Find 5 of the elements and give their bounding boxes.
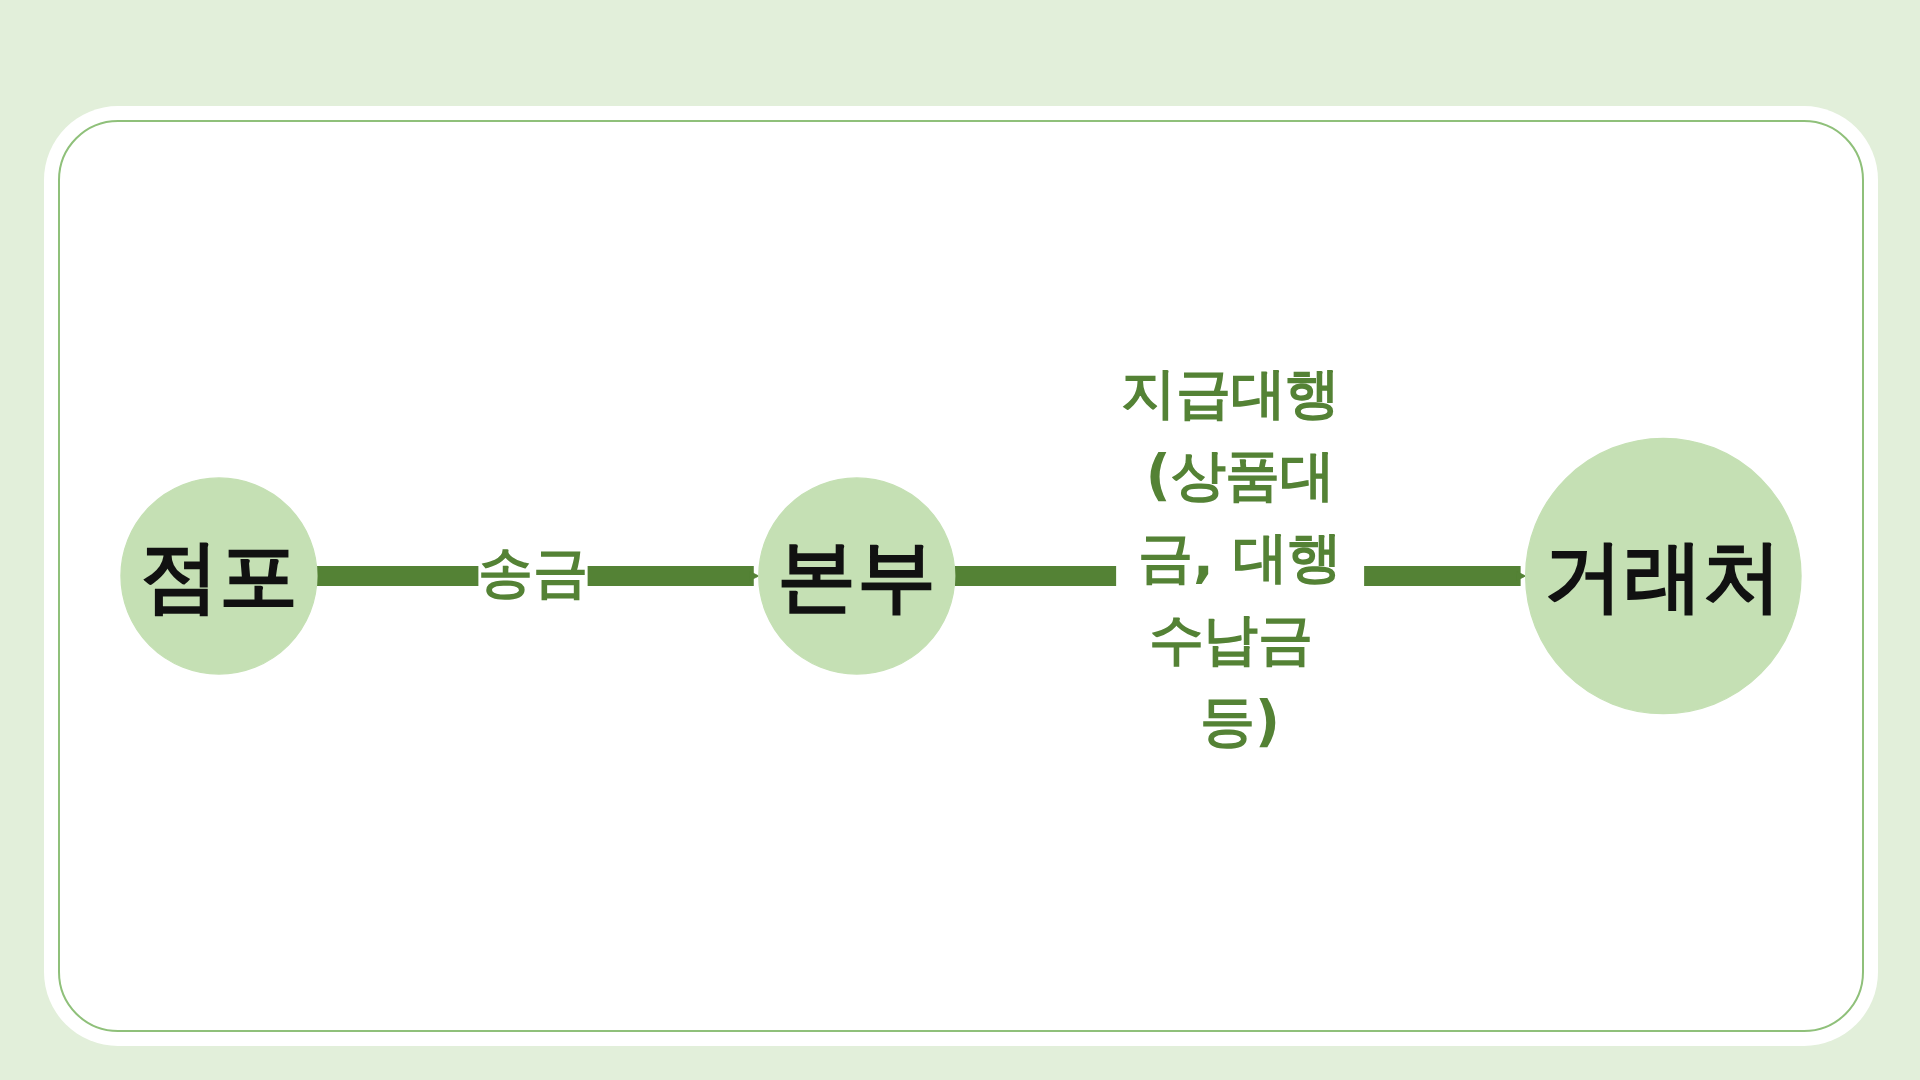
- edge-label: 지급대행 (상품대금, 대행수납금 등): [1121, 361, 1342, 753]
- node-circle: [120, 477, 318, 675]
- node-circle: [1525, 437, 1802, 715]
- edge-label: 송금: [478, 540, 588, 604]
- node-circle: [758, 477, 956, 675]
